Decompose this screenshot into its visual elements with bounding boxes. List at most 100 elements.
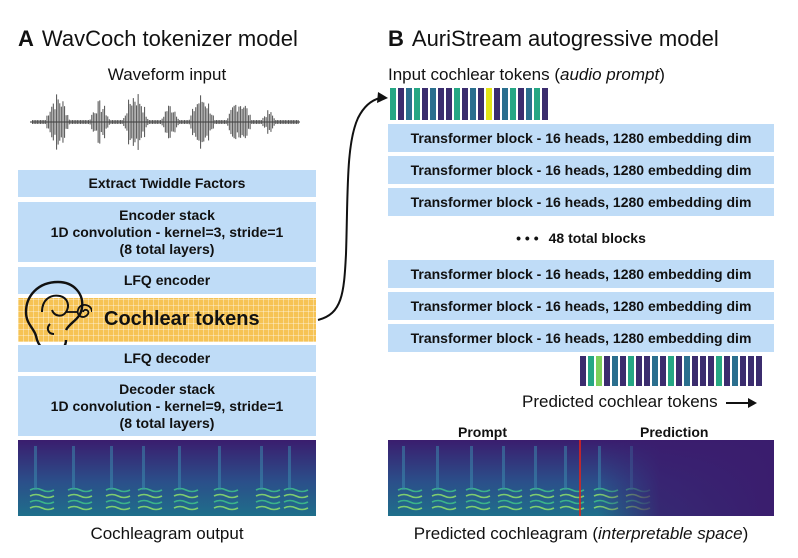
waveform-sample bbox=[104, 105, 106, 139]
harmonic-band bbox=[255, 505, 281, 511]
token-bar bbox=[708, 356, 714, 386]
waveform-sample bbox=[108, 119, 110, 125]
token-bar bbox=[580, 356, 586, 386]
harmonic-band bbox=[29, 499, 55, 505]
waveform-sample bbox=[206, 108, 208, 136]
onset-band bbox=[402, 446, 405, 490]
waveform-sample bbox=[230, 109, 232, 135]
waveform-sample bbox=[235, 104, 237, 140]
harmonic-band bbox=[67, 505, 93, 511]
token-bar bbox=[438, 88, 444, 120]
total-blocks-indicator: • • •48 total blocks bbox=[388, 230, 774, 246]
waveform-sample bbox=[212, 115, 214, 129]
harmonic-band bbox=[529, 499, 555, 505]
token-bar bbox=[596, 356, 602, 386]
waveform-sample bbox=[99, 100, 101, 144]
harmonic-band bbox=[173, 487, 199, 493]
waveform-sample bbox=[251, 120, 253, 124]
token-bar bbox=[414, 88, 420, 120]
waveform-sample bbox=[244, 105, 246, 139]
waveform-sample bbox=[124, 115, 126, 129]
token-bar bbox=[652, 356, 658, 386]
waveform-sample bbox=[102, 109, 104, 135]
waveform-sample bbox=[280, 120, 282, 124]
token-bar bbox=[462, 88, 468, 120]
waveform-sample bbox=[192, 108, 194, 136]
waveform-sample bbox=[296, 120, 298, 124]
harmonic-band bbox=[173, 505, 199, 511]
waveform-sample bbox=[272, 115, 274, 129]
onset-band bbox=[72, 446, 75, 490]
harmonic-band bbox=[255, 499, 281, 505]
prompt-label: Prompt bbox=[458, 424, 507, 440]
waveform-sample bbox=[270, 112, 272, 132]
harmonic-band bbox=[497, 487, 523, 493]
waveform-sample bbox=[76, 120, 78, 124]
token-bar bbox=[526, 88, 532, 120]
lfq-encoder-block: LFQ encoder bbox=[18, 267, 316, 294]
panel-a-title: WavCoch tokenizer model bbox=[41, 26, 298, 51]
token-bar bbox=[612, 356, 618, 386]
input-label-prefix: Input cochlear tokens ( bbox=[388, 65, 560, 84]
waveform-sample bbox=[169, 106, 171, 138]
harmonic-band bbox=[529, 505, 555, 511]
waveform-sample bbox=[225, 120, 227, 124]
waveform-sample bbox=[33, 120, 35, 124]
waveform-sample bbox=[294, 120, 296, 124]
token-bar bbox=[542, 88, 548, 120]
harmonic-band bbox=[105, 493, 131, 499]
token-bar bbox=[644, 356, 650, 386]
waveform-sample bbox=[238, 106, 240, 138]
waveform-sample bbox=[227, 118, 229, 126]
waveform-sample bbox=[83, 120, 85, 124]
pc-label-italic: interpretable space bbox=[598, 524, 743, 543]
lfq-decoder-label: LFQ decoder bbox=[123, 350, 211, 366]
waveform-sample bbox=[267, 110, 269, 134]
waveform-sample bbox=[291, 120, 293, 124]
transformer-block-4: Transformer block - 16 heads, 1280 embed… bbox=[388, 260, 774, 288]
onset-band bbox=[142, 446, 145, 490]
waveform-sample bbox=[35, 120, 37, 124]
harmonic-band bbox=[255, 487, 281, 493]
waveform-sample bbox=[134, 101, 136, 143]
harmonic-band bbox=[105, 505, 131, 511]
waveform-sample bbox=[91, 114, 93, 130]
total-blocks-label: 48 total blocks bbox=[548, 230, 646, 246]
waveform-sample bbox=[184, 120, 186, 124]
waveform-sample bbox=[257, 120, 259, 124]
token-bar bbox=[422, 88, 428, 120]
waveform-sample bbox=[78, 120, 80, 124]
harmonic-band bbox=[397, 499, 423, 505]
encoder-block: Encoder stack 1D convolution - kernel=3,… bbox=[18, 202, 316, 262]
waveform-sample bbox=[179, 120, 181, 124]
waveform-sample bbox=[276, 120, 278, 124]
onset-band bbox=[260, 446, 263, 490]
harmonic-band bbox=[213, 505, 239, 511]
waveform-sample bbox=[70, 120, 72, 124]
harmonic-band bbox=[431, 499, 457, 505]
waveform-sample bbox=[171, 112, 173, 132]
waveform-sample bbox=[73, 120, 75, 124]
harmonic-band bbox=[67, 499, 93, 505]
waveform-sample bbox=[163, 116, 165, 128]
token-bar bbox=[668, 356, 674, 386]
harmonic-band bbox=[67, 487, 93, 493]
waveform-label: Waveform input bbox=[107, 65, 227, 84]
harmonic-band bbox=[465, 487, 491, 493]
transformer-label: Transformer block - 16 heads, 1280 embed… bbox=[410, 329, 752, 346]
waveform-sample bbox=[118, 120, 120, 124]
transformer-block-6: Transformer block - 16 heads, 1280 embed… bbox=[388, 324, 774, 352]
waveform-sample bbox=[204, 106, 206, 138]
prediction-label: Prediction bbox=[640, 424, 709, 440]
panel-a-letter: A bbox=[18, 26, 34, 51]
transformer-label: Transformer block - 16 heads, 1280 embed… bbox=[410, 129, 752, 146]
cochleagram-output bbox=[18, 440, 316, 516]
onset-band bbox=[34, 446, 37, 490]
token-bar bbox=[470, 88, 476, 120]
waveform-sample bbox=[72, 120, 74, 124]
waveform-sample bbox=[283, 120, 285, 124]
waveform-sample bbox=[249, 114, 251, 130]
waveform-sample bbox=[113, 120, 115, 124]
waveform-sample bbox=[292, 120, 294, 124]
waveform-sample bbox=[219, 120, 221, 124]
